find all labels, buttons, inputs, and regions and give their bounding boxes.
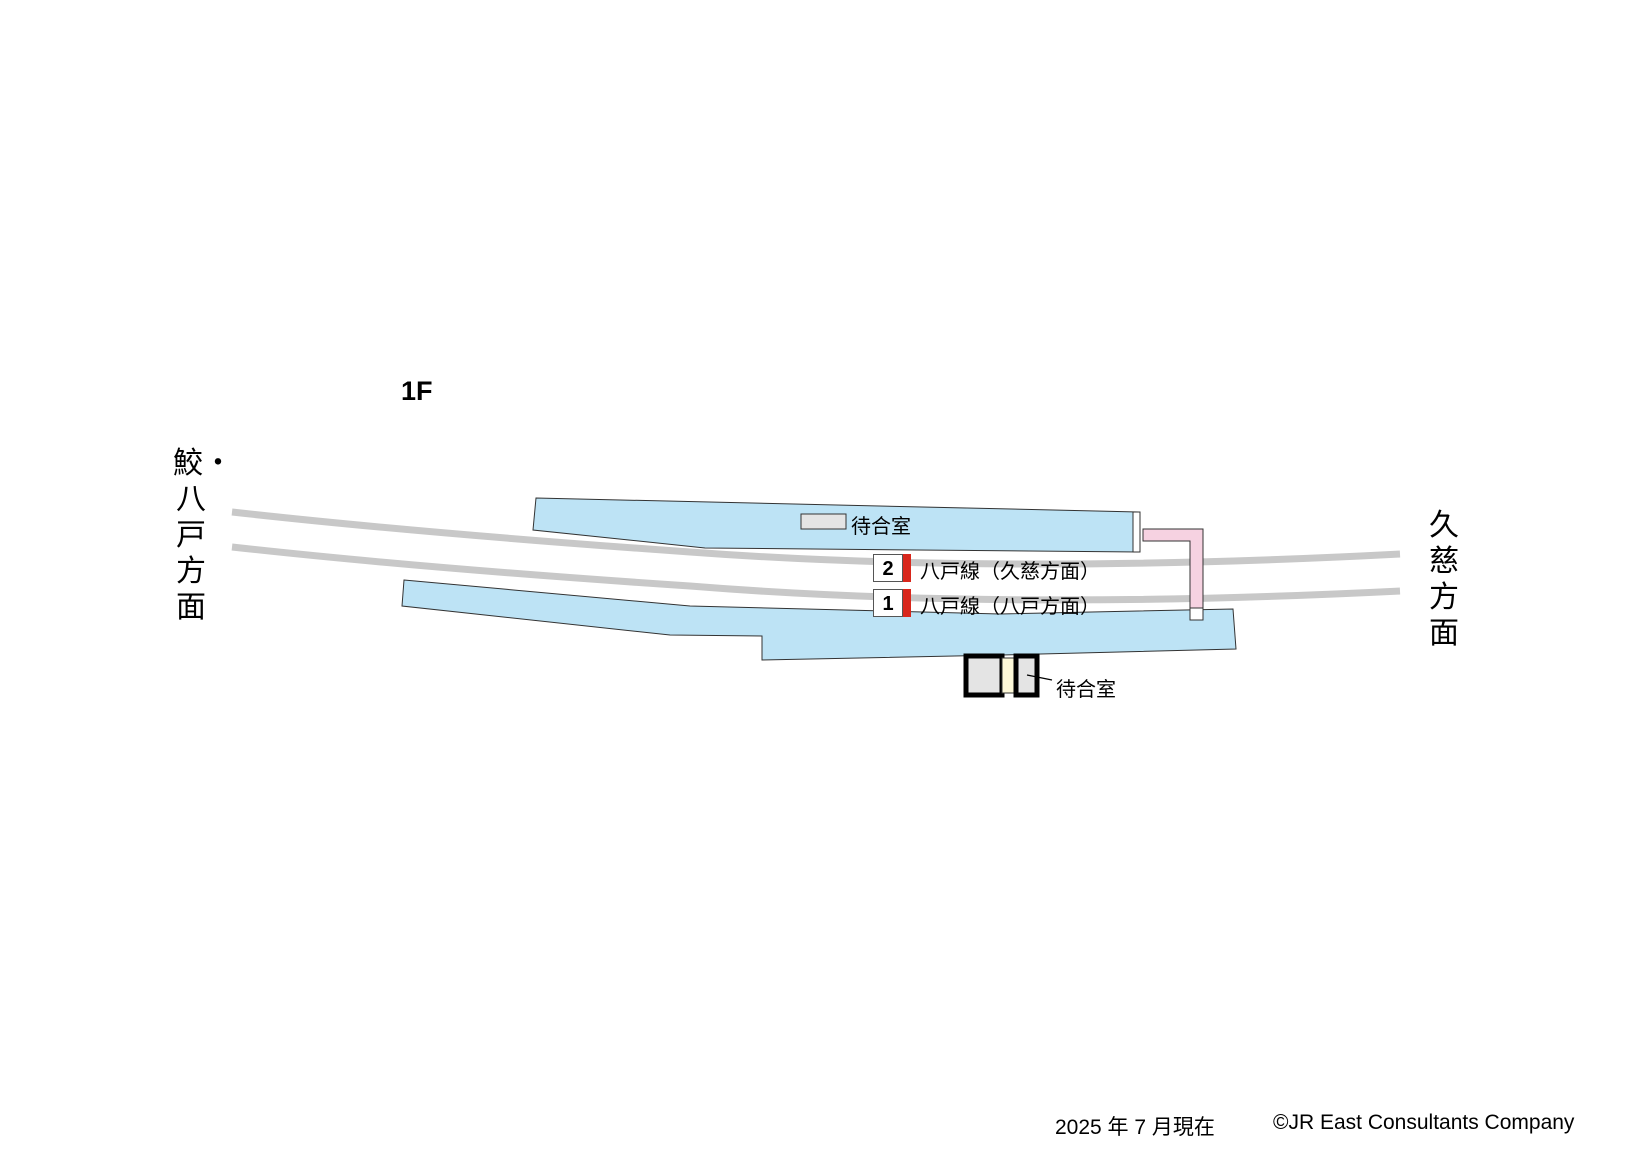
direction-left-label: 鮫・八戸方面 [173, 446, 233, 625]
track-upper [231, 508, 1401, 568]
station-waiting-room-annex [1013, 653, 1040, 698]
direction-right-label: 久慈方面 [1429, 508, 1459, 651]
platform-marker-2 [903, 554, 911, 582]
floor-label: 1F [401, 376, 433, 406]
platform-number-1: 1 [873, 589, 903, 617]
footbridge-end-lower [1189, 607, 1204, 621]
footbridge [1142, 528, 1204, 619]
track-lower [231, 543, 1401, 604]
station-waiting-room-label: 待合室 [1056, 677, 1116, 701]
platform-2-line-label: 八戸線（久慈方面） [920, 559, 1100, 583]
footer-copyright: ©JR East Consultants Company [1273, 1111, 1575, 1134]
platform-marker-1 [903, 589, 911, 617]
footer-date: 2025 年 7 月現在 [1055, 1116, 1215, 1139]
footbridge-end-upper [1132, 511, 1141, 553]
platform-waiting-room [800, 513, 847, 530]
platform-1-line-label: 八戸線（八戸方面） [920, 594, 1100, 618]
station-waiting-room [963, 653, 1005, 698]
platform-number-2: 2 [873, 554, 903, 582]
platform-waiting-room-label: 待合室 [851, 514, 911, 538]
waiting-room-leader-line [1026, 674, 1053, 681]
